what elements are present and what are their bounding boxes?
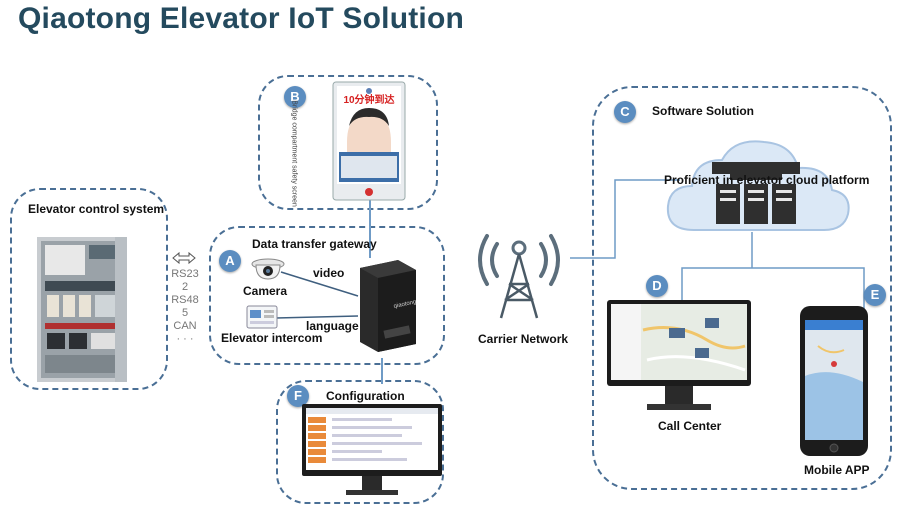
protocol-item: RS23 bbox=[171, 268, 199, 280]
badge-d: D bbox=[646, 275, 668, 297]
protocol-item: RS48 bbox=[171, 294, 199, 306]
badge-a: A bbox=[219, 250, 241, 272]
cell-tower-icon bbox=[478, 234, 560, 319]
mobile-phone-image bbox=[800, 306, 868, 456]
connector-intercom-gateway bbox=[275, 315, 359, 319]
bidirectional-arrow-icon bbox=[172, 251, 196, 265]
svg-text:qiaotong: qiaotong bbox=[393, 299, 417, 310]
safety-screen-image bbox=[332, 81, 406, 201]
call-center-label: Call Center bbox=[658, 419, 722, 433]
server-rack-icon bbox=[712, 162, 800, 224]
protocol-item: 2 bbox=[181, 281, 189, 293]
gateway-label: Data transfer gateway bbox=[252, 237, 377, 251]
protocol-item: 5 bbox=[181, 307, 189, 319]
elevator-control-label: Elevator control system bbox=[28, 202, 165, 216]
panel-software-solution bbox=[592, 86, 892, 490]
badge-c: C bbox=[614, 101, 636, 123]
cloud-platform-label: Proficient in elevator cloud platform bbox=[664, 173, 870, 187]
connector-camera-gateway bbox=[280, 271, 359, 297]
protocol-item: CAN bbox=[173, 320, 197, 332]
badge-e: E bbox=[864, 284, 886, 306]
language-label: language bbox=[306, 319, 359, 333]
call-center-monitor-image bbox=[607, 300, 751, 410]
camera-icon bbox=[251, 258, 285, 280]
configuration-label: Configuration bbox=[326, 389, 405, 403]
control-cabinet-image bbox=[37, 237, 127, 382]
intercom-label: Elevator intercom bbox=[221, 331, 323, 345]
panel-elevator-control bbox=[10, 188, 168, 390]
carrier-network-label: Carrier Network bbox=[478, 332, 569, 346]
intercom-icon bbox=[246, 305, 278, 329]
badge-b: B bbox=[284, 86, 306, 108]
gateway-device-icon: qiaotong bbox=[360, 260, 417, 352]
panel-configuration bbox=[276, 380, 444, 504]
configuration-monitor-image bbox=[302, 404, 442, 495]
panel-safety-screen bbox=[258, 75, 438, 210]
camera-label: Camera bbox=[243, 284, 288, 298]
connector-branch-callcenter bbox=[681, 267, 865, 310]
safety-screen-banner: 10分钟到达 bbox=[343, 95, 395, 106]
protocol-item: · · · bbox=[176, 333, 194, 345]
page-title: Qiaotong Elevator IoT Solution bbox=[18, 2, 464, 35]
video-label: video bbox=[313, 266, 345, 280]
safety-screen-caption: Bridge compartment safety screen bbox=[290, 100, 298, 207]
badge-f: F bbox=[287, 385, 309, 407]
software-solution-label: Software Solution bbox=[652, 104, 754, 118]
mobile-app-label: Mobile APP bbox=[804, 463, 870, 477]
panel-gateway bbox=[209, 226, 445, 365]
connector-network-cloud bbox=[570, 179, 680, 259]
protocol-list: RS23 2 RS48 5 CAN · · · bbox=[168, 268, 202, 346]
